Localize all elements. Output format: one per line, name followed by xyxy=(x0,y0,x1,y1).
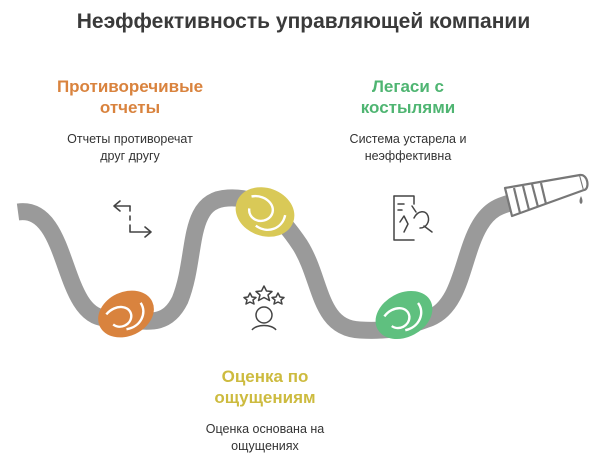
arrows-swap-icon xyxy=(113,200,152,238)
description-line: Оценка основана на xyxy=(205,422,325,436)
description-feeling-based-assessment: Оценка основана на ощущениях xyxy=(165,421,365,455)
heading-line: Оценка по xyxy=(221,367,309,386)
knot-green xyxy=(375,291,433,339)
knot-yellow xyxy=(235,187,295,237)
knot-orange xyxy=(98,290,154,338)
heading-line: ощущениям xyxy=(214,388,316,407)
heading-line: отчеты xyxy=(99,98,161,117)
heading-line: Легаси с xyxy=(371,77,444,96)
heading-line: Противоречивые xyxy=(56,77,204,96)
description-line: Система устарела и xyxy=(349,132,467,146)
description-line: неэффективна xyxy=(364,149,452,163)
broken-document-icon xyxy=(393,195,433,241)
description-line: Отчеты противоречат xyxy=(67,132,193,146)
heading-conflicting-reports: Противоречивые отчеты xyxy=(20,76,240,118)
description-conflicting-reports: Отчеты противоречат друг другу xyxy=(30,131,230,165)
heading-feeling-based-assessment: Оценка по ощущениям xyxy=(165,366,365,408)
description-line: друг другу xyxy=(100,149,160,163)
rating-stars-person-icon xyxy=(243,285,285,331)
heading-line: костылями xyxy=(360,98,456,117)
description-line: ощущениях xyxy=(231,439,299,453)
heading-legacy-workarounds: Легаси с костылями xyxy=(308,76,508,118)
nozzle xyxy=(503,173,589,218)
description-legacy-workarounds: Система устарела и неэффективна xyxy=(308,131,508,165)
page-title: Неэффективность управляющей компании xyxy=(76,10,531,33)
